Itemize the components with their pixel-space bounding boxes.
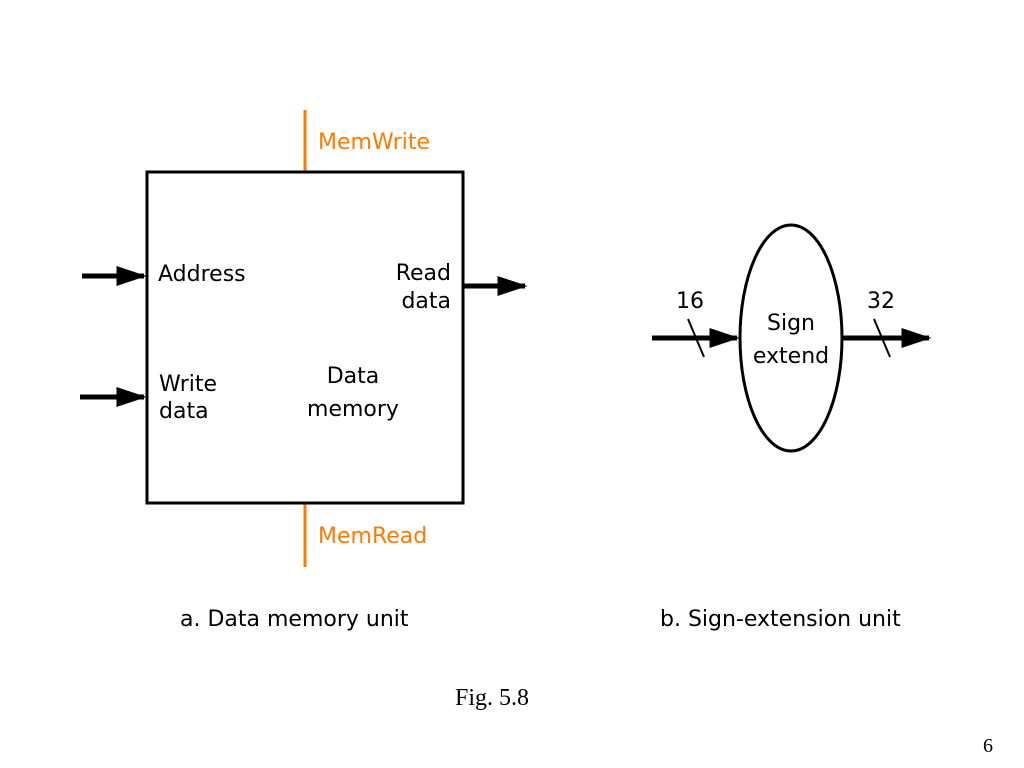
input-bus-width-label: 16: [676, 289, 704, 314]
write-data-label-line2: data: [159, 399, 209, 424]
data-memory-name-line1: Data: [326, 364, 380, 389]
input-bus-width-slash: [687, 318, 705, 358]
sign-extend-label-line1: Sign: [767, 311, 815, 336]
output-bus-width-slash: [873, 318, 891, 358]
read-data-label-line2: data: [401, 289, 451, 314]
address-label: Address: [158, 262, 246, 287]
memwrite-label: MemWrite: [318, 130, 431, 155]
sign-extend-caption: b. Sign-extension unit: [660, 607, 901, 632]
memread-label: MemRead: [318, 524, 428, 549]
sign-extend-ellipse: [738, 223, 844, 453]
read-data-label-line1: Read: [395, 261, 451, 286]
write-data-label-line1: Write: [159, 372, 218, 397]
figure-label: Fig. 5.8: [455, 685, 530, 711]
data-memory-caption: a. Data memory unit: [180, 607, 409, 632]
data-memory-name-line2: memory: [307, 397, 399, 422]
sign-extend-label-line2: extend: [752, 344, 830, 369]
page-number: 6: [983, 735, 993, 757]
output-bus-width-label: 32: [867, 289, 895, 314]
data-memory-box: [145, 170, 465, 505]
